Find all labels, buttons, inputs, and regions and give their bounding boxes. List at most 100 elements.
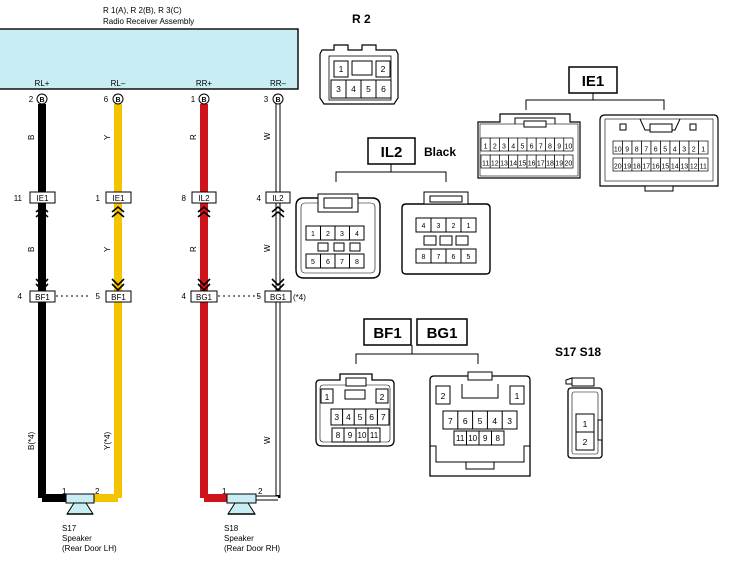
- svg-text:11: 11: [456, 434, 465, 443]
- svg-text:BG1: BG1: [270, 293, 287, 302]
- pin-label: 4: [511, 144, 515, 151]
- connector-view-il2: IL2 Black 1 2 3 4 5 6 7: [295, 137, 491, 279]
- ie1-title: IE1: [582, 73, 605, 90]
- pin-label: 15: [661, 164, 669, 171]
- svg-text:2: 2: [441, 391, 446, 401]
- terminal-rr-plus: RR+: [196, 79, 213, 88]
- bf1-bg1-male-view: 1 2 3 4 5 6 7 8 9 10 11: [315, 373, 395, 447]
- svg-text:1: 1: [339, 64, 344, 74]
- ecu-pin-rl-plus: 2 B: [29, 93, 48, 105]
- pin-label: 8: [548, 144, 552, 151]
- pin-label: 17: [642, 164, 650, 171]
- bg1-title: BG1: [427, 325, 458, 342]
- svg-text:S17: S17: [62, 524, 77, 533]
- low-connector-note: (*4): [293, 293, 306, 302]
- pin-label: 11: [482, 161, 489, 168]
- svg-text:3: 3: [334, 412, 339, 422]
- svg-text:4: 4: [346, 412, 351, 422]
- svg-text:6: 6: [326, 259, 330, 266]
- svg-text:5: 5: [96, 292, 101, 301]
- pin-label: 10: [565, 144, 573, 151]
- svg-text:6: 6: [463, 416, 468, 426]
- pin-label: 7: [644, 147, 648, 154]
- svg-text:2: 2: [452, 223, 456, 230]
- svg-text:6: 6: [452, 254, 456, 261]
- svg-text:2: 2: [583, 437, 588, 447]
- pin-cell: [698, 157, 709, 172]
- s17-s18-title: S17 S18: [555, 345, 601, 359]
- svg-text:Speaker: Speaker: [62, 534, 92, 543]
- connector-view-s17-s18: S17 S18 1 2: [555, 345, 603, 459]
- pin-label: 4: [673, 147, 677, 154]
- svg-text:1: 1: [62, 487, 67, 496]
- svg-text:3: 3: [340, 231, 344, 238]
- svg-text:B: B: [115, 97, 120, 104]
- svg-text:5: 5: [358, 412, 363, 422]
- wire-color-mid-2: Y: [103, 246, 112, 252]
- svg-text:7: 7: [437, 254, 441, 261]
- pin-label: 14: [509, 161, 517, 168]
- pin-label: 11: [700, 164, 707, 171]
- svg-text:IE1: IE1: [112, 194, 125, 203]
- terminal-rr-minus: RR–: [270, 79, 287, 88]
- pin-label: 18: [633, 164, 641, 171]
- pin-label: 20: [614, 164, 622, 171]
- low-connector-4: 5 BG1 (*4): [257, 278, 306, 303]
- svg-text:9: 9: [483, 434, 488, 443]
- wire-color-upper-3: R: [189, 134, 198, 140]
- pin-label: 20: [565, 161, 573, 168]
- pin-label: 12: [690, 164, 698, 171]
- svg-text:9: 9: [348, 431, 353, 440]
- wire-color-upper-4: W: [263, 132, 272, 140]
- pin-label: 2: [692, 147, 696, 154]
- pin-label: 9: [625, 147, 629, 154]
- il2-color: Black: [424, 145, 456, 159]
- svg-text:5: 5: [366, 84, 371, 94]
- svg-text:7: 7: [381, 412, 386, 422]
- r2-title: R 2: [352, 12, 371, 26]
- svg-text:1: 1: [96, 194, 101, 203]
- svg-text:6: 6: [381, 84, 386, 94]
- wire-color-mid-3: R: [189, 246, 198, 252]
- radio-receiver-box: [0, 28, 299, 90]
- ecu-pin-rr-minus: 3 B: [264, 93, 284, 105]
- wire-color-lower-4: W: [263, 436, 272, 444]
- pin-label: 17: [537, 161, 545, 168]
- il2-female-view: 4 3 2 1 8 7 6 5: [401, 191, 491, 275]
- svg-text:3: 3: [507, 416, 512, 426]
- svg-text:4: 4: [422, 223, 426, 230]
- bf1-bg1-female-view: 2 1 7 6 5 4 3 11 10 9 8: [429, 371, 531, 477]
- wire-color-mid-4: W: [263, 244, 272, 252]
- ecu-pin-rr-plus: 1 B: [191, 93, 210, 105]
- bf1-title: BF1: [373, 325, 401, 342]
- pin-cell: [698, 140, 709, 155]
- svg-text:1: 1: [222, 487, 227, 496]
- pin-label: 13: [500, 161, 508, 168]
- connector-view-r2: R 2 1 2 3 4 5 6: [319, 12, 399, 105]
- svg-text:4: 4: [492, 416, 497, 426]
- svg-text:3: 3: [264, 95, 269, 104]
- il2-title: IL2: [381, 144, 403, 161]
- svg-text:1: 1: [583, 419, 588, 429]
- pin-label: 10: [614, 147, 622, 154]
- pin-label: 5: [520, 144, 524, 151]
- svg-text:5: 5: [467, 254, 471, 261]
- svg-text:5: 5: [257, 292, 262, 301]
- wire-color-upper-1: B: [27, 135, 36, 140]
- svg-text:BF1: BF1: [35, 293, 50, 302]
- svg-text:(Rear Door LH): (Rear Door LH): [62, 544, 117, 553]
- pin-label: 6: [654, 147, 658, 154]
- wire-color-upper-2: Y: [103, 134, 112, 140]
- svg-text:2: 2: [95, 487, 100, 496]
- ecu-pin-rl-minus: 6 B: [104, 93, 124, 105]
- low-connector-2: 5 BF1: [96, 278, 132, 303]
- pin-label: 1: [484, 144, 488, 151]
- low-connector-1: 4 BF1: [18, 278, 56, 303]
- svg-text:1: 1: [191, 95, 196, 104]
- ecu-name: Radio Receiver Assembly: [103, 17, 194, 26]
- svg-text:2: 2: [258, 487, 263, 496]
- svg-text:4: 4: [355, 231, 359, 238]
- pin-label: 14: [671, 164, 679, 171]
- svg-text:7: 7: [448, 416, 453, 426]
- svg-text:1: 1: [467, 223, 471, 230]
